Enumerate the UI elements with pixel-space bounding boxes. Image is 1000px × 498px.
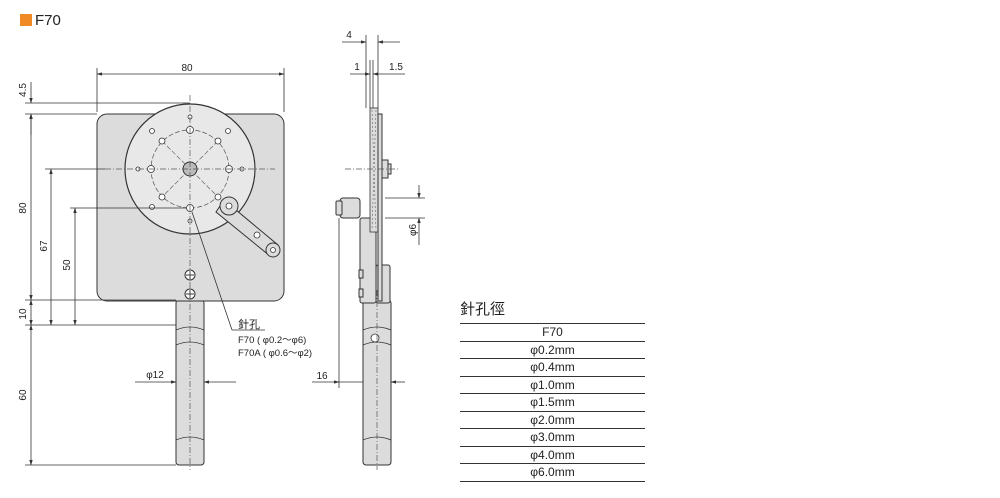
table-row: φ1.5mm <box>460 394 645 412</box>
table-row: φ6.0mm <box>460 464 645 482</box>
pinhole-range-f70a: F70A ( φ0.6～φ2) <box>238 348 312 359</box>
front-view: 80 4.5 80 67 50 10 60 φ12 針孔 F70 ( φ0.2～… <box>18 63 312 470</box>
table-row: φ2.0mm <box>460 412 645 429</box>
header: F70 <box>20 10 61 30</box>
table-row: φ4.0mm <box>460 447 645 464</box>
dim-60-label: 60 <box>18 389 29 401</box>
dim-phi6-label: φ6 <box>408 224 419 236</box>
dim-1-label: 1 <box>354 62 360 73</box>
dim-10-label: 10 <box>18 308 29 320</box>
title-badge <box>20 14 32 26</box>
page-title: F70 <box>35 11 61 29</box>
dim-top-offset-label: 4.5 <box>18 83 29 97</box>
dim-67-label: 67 <box>39 240 50 252</box>
side-view: 4 1 1.5 φ6 16 <box>312 30 425 470</box>
table-caption: 針孔徑 <box>460 301 506 318</box>
dim-1-5-label: 1.5 <box>389 62 403 73</box>
dim-50-label: 50 <box>62 259 73 271</box>
pinhole-set <box>135 114 245 224</box>
side-knob <box>339 197 361 219</box>
table-row: φ0.4mm <box>460 359 645 377</box>
dim-height-label: 80 <box>18 202 29 214</box>
pinhole-diameter-table: 針孔徑 F70 φ0.2mm φ0.4mm φ1.0mm φ1.5mm φ2.0… <box>460 298 645 482</box>
table-row: φ3.0mm <box>460 429 645 447</box>
table-row: φ0.2mm <box>460 342 645 359</box>
side-bracket <box>359 217 377 304</box>
dim-4-label: 4 <box>346 30 352 41</box>
table-row: φ1.0mm <box>460 377 645 394</box>
lever-arm <box>215 196 281 258</box>
pinhole-range-f70: F70 ( φ0.2～φ6) <box>238 335 306 346</box>
pinhole-label: 針孔 <box>238 317 260 331</box>
dim-16-label: 16 <box>316 371 328 382</box>
dim-rod-diameter-label: φ12 <box>146 370 164 381</box>
dim-width-label: 80 <box>181 63 193 74</box>
table-header: F70 <box>460 323 645 342</box>
